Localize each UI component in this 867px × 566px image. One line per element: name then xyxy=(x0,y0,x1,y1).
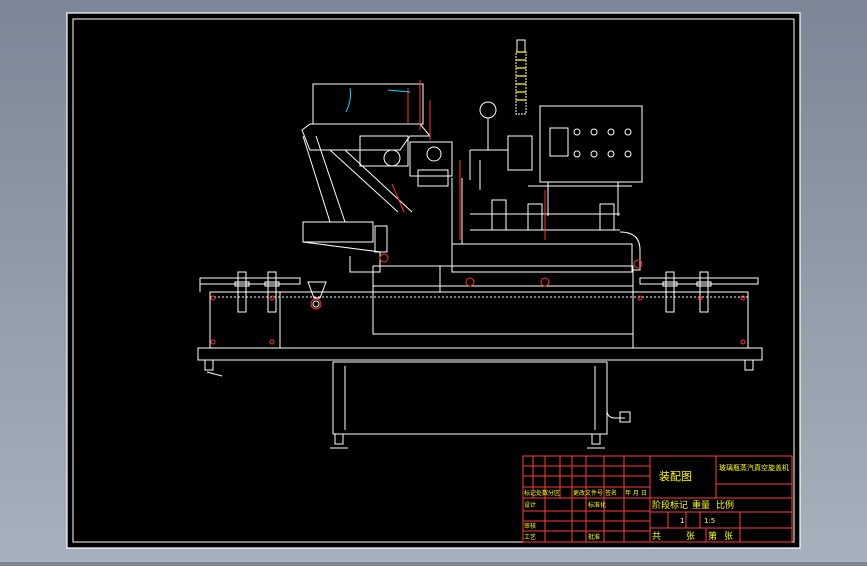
conveyor-belt xyxy=(451,243,633,273)
tb-mark: 标记 xyxy=(524,489,536,497)
sheet-no-label: 第 xyxy=(708,530,717,542)
machine-name: 玻璃瓶蒸汽真空旋盖机 xyxy=(719,463,789,472)
cyan-annotations xyxy=(345,87,411,113)
sheets-label: 张 xyxy=(686,531,695,542)
weight-label: 重量 xyxy=(692,499,710,511)
title-block xyxy=(522,455,793,543)
yellow-annotations xyxy=(516,51,526,101)
tb-doc-no: 更改文件号 xyxy=(573,489,603,497)
tb-approve: 批准 xyxy=(588,533,600,541)
chute xyxy=(301,123,432,151)
tb-standardize: 标准化 xyxy=(588,501,606,509)
scale-label: 比例 xyxy=(716,499,734,511)
stage-label: 阶段标记 xyxy=(652,499,688,511)
drawing-inner-frame xyxy=(72,18,795,543)
tb-design: 设计 xyxy=(524,501,536,509)
control-buttons xyxy=(573,128,632,158)
red-annotations xyxy=(210,80,746,345)
tb-signature: 签名 xyxy=(605,489,617,497)
tb-process: 工艺 xyxy=(524,533,536,541)
quantity-value: 1 xyxy=(680,517,684,525)
left-conveyor-rail xyxy=(199,277,301,285)
control-display xyxy=(549,127,569,157)
tb-date: 年 月 日 xyxy=(625,489,647,497)
drawing-sheet xyxy=(66,12,801,549)
control-box xyxy=(539,105,643,183)
sheet-label: 张 xyxy=(724,531,733,542)
tb-review: 审核 xyxy=(524,522,536,530)
right-conveyor-rail xyxy=(639,277,759,285)
central-housing xyxy=(372,265,634,335)
tb-count: 处数 xyxy=(536,489,548,497)
tb-section: 分区 xyxy=(548,489,560,497)
feet xyxy=(204,359,754,449)
drawing-name: 装配图 xyxy=(659,470,692,483)
base-plate xyxy=(197,347,763,361)
bottle-guides xyxy=(234,271,712,313)
handwheel xyxy=(606,365,625,419)
scale-value: 1:5 xyxy=(704,517,715,525)
machine-assembly xyxy=(197,39,763,449)
title-block-text: 装配图 玻璃瓶蒸汽真空旋盖机 阶段标记 重量 比例 1 1:5 共 张 第 张 … xyxy=(524,463,789,542)
sheets-total-label: 共 xyxy=(652,531,661,542)
